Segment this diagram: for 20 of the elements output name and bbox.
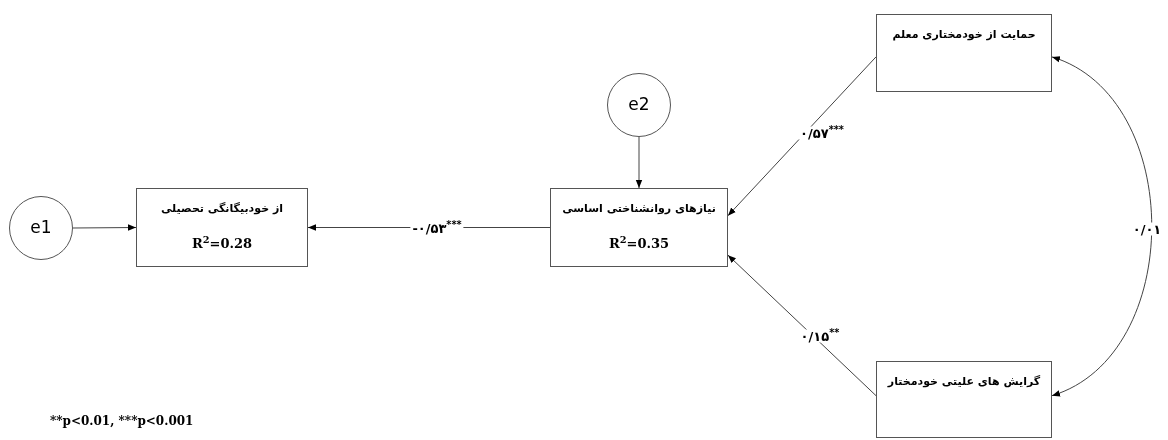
r-squared-label: R$^{2}$=0.28	[191, 233, 253, 253]
arrow	[635, 136, 643, 189]
variable-box	[876, 14, 1052, 92]
arrow	[727, 254, 877, 397]
node-title: حمایت از خودمختاری معلم	[892, 27, 1036, 43]
node-title: گرایش های علیتی خودمختار	[887, 374, 1041, 390]
node-title: از خودبیگانگی تحصیلی	[160, 201, 283, 217]
arrow	[727, 56, 877, 217]
node-title: نیازهای روانشناختی اساسی	[562, 201, 716, 217]
edge-label: -۰/۵۳$^{***}$	[410, 221, 464, 235]
variable-box	[550, 188, 728, 267]
arrow	[72, 224, 137, 231]
significance-note: **p<0.01, ***p<0.001	[50, 413, 194, 430]
r-squared-label: R$^{2}$=0.35	[608, 233, 670, 253]
node-label: e1	[30, 216, 52, 240]
variable-box	[876, 361, 1052, 438]
node-label: e2	[628, 93, 650, 117]
arrow	[1051, 56, 1153, 397]
variable-box	[136, 188, 308, 267]
edge-label: ۰/۵۷$^{***}$	[798, 126, 846, 140]
